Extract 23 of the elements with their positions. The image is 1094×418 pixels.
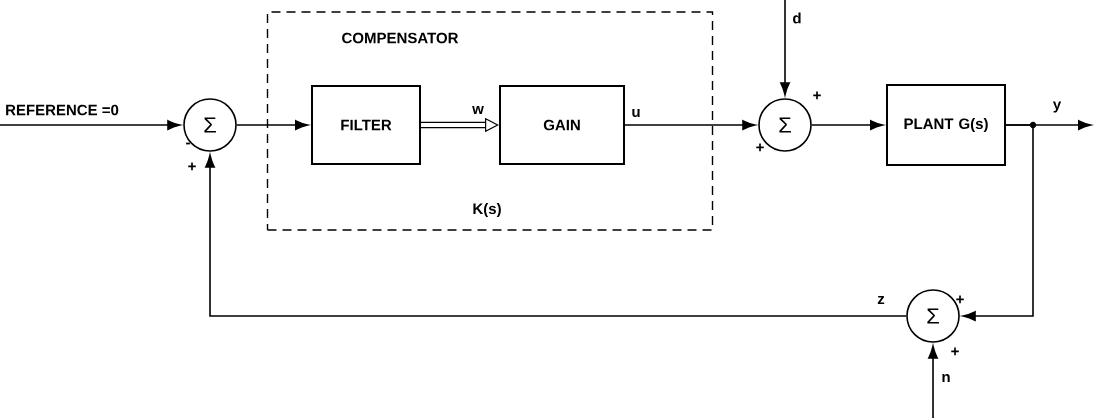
sign-label: - [186, 142, 190, 145]
edge-label: d [793, 12, 801, 24]
sign-label: + [813, 91, 821, 100]
arrow [780, 0, 790, 96]
arrow [624, 120, 756, 130]
sign-label: + [951, 347, 959, 356]
arrow [811, 120, 884, 130]
arrow [236, 120, 309, 130]
edge-label: REFERENCE =0 [6, 104, 119, 116]
arrow [928, 345, 938, 418]
edge-label: u [632, 108, 640, 118]
arrow [0, 120, 181, 130]
edge-label: w [472, 106, 484, 114]
edge-label: y [1052, 101, 1062, 113]
block-box: PLANT G(s) [886, 84, 1006, 166]
sign-label: + [188, 162, 196, 171]
edge-label: n [942, 373, 950, 383]
edge-label: z [877, 296, 885, 304]
arrow [962, 124, 1034, 321]
block-box: FILTER [311, 85, 421, 165]
arrow [205, 154, 907, 317]
block-box: GAIN [499, 85, 625, 165]
sign-label: + [756, 143, 764, 152]
